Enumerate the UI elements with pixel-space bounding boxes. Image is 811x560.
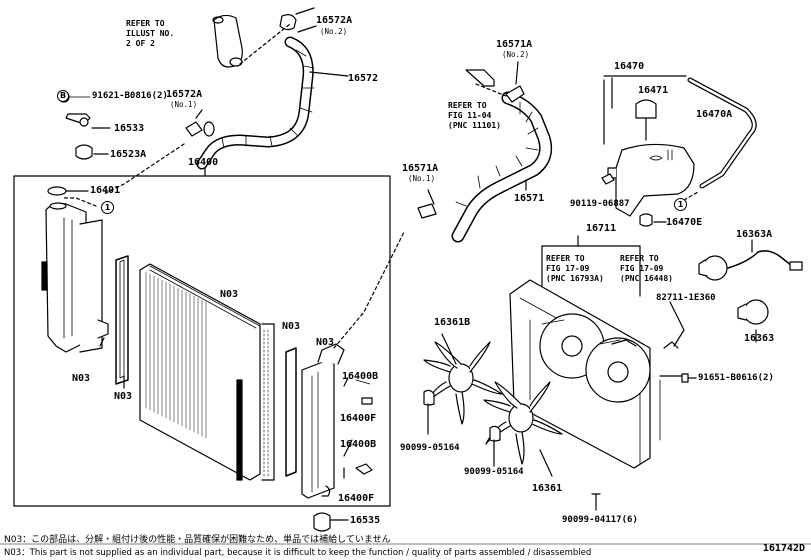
bolt-91651 xyxy=(681,373,689,383)
ref-fig-17-09-a: REFER TO FIG 17-09 (PNC 16793A) xyxy=(546,254,604,283)
label-16361B: 16361B xyxy=(434,317,471,328)
label-90119-06887: 90119-06887 xyxy=(570,199,630,209)
label-16711: 16711 xyxy=(586,223,617,234)
upper-hose-16572 xyxy=(185,7,349,170)
label-16400F-b: 16400F xyxy=(338,493,375,504)
lower-hose-16571 xyxy=(417,61,553,243)
label-16572: 16572 xyxy=(348,73,379,84)
label-16400B-b: 16400B xyxy=(340,439,377,450)
label-16361: 16361 xyxy=(532,483,563,494)
label-16470E: 16470E xyxy=(666,217,703,228)
fan-16361 xyxy=(483,381,563,477)
label-16571A-top: 16571A xyxy=(496,39,533,50)
label-16535: 16535 xyxy=(350,515,381,526)
footnote-english: N03：This part is not supplied as an indi… xyxy=(4,548,592,558)
bolt-90099-04117 xyxy=(591,493,601,511)
note-16571A-top: (No.2) xyxy=(502,50,530,59)
label-16471: 16471 xyxy=(638,85,669,96)
diagram-code: 161742D xyxy=(762,543,805,554)
label-16533: 16533 xyxy=(114,123,145,134)
ref-fig-17-09-b: REFER TO FIG 17-09 (PNC 16448) xyxy=(620,254,673,283)
label-91621-B0816: 91621-B0816(2) xyxy=(92,91,168,101)
circle-ref-1-reservoir: 1 xyxy=(674,198,687,211)
fan-motor-16363A xyxy=(698,239,803,343)
label-16470A: 16470A xyxy=(696,109,733,120)
badge-B: B xyxy=(57,90,69,102)
note-16572A-top: (No.2) xyxy=(320,27,348,36)
fan-shroud-16711 xyxy=(509,235,685,469)
label-16363A: 16363A xyxy=(736,229,773,240)
label-16470: 16470 xyxy=(614,61,645,72)
note-16572A-mid: (No.1) xyxy=(170,100,198,109)
radiator-assembly xyxy=(41,186,405,499)
footnote-japanese: N03：この部品は、分解・組付け後の性能・品質確保が困難なため、単品では補給して… xyxy=(4,535,391,545)
label-16401: 16401 xyxy=(90,185,121,196)
label-16400B-a: 16400B xyxy=(342,371,379,382)
reservoir-tank-16470 xyxy=(601,75,757,227)
label-16400: 16400 xyxy=(188,157,219,168)
ref-fig-11-04: REFER TO FIG 11-04 (PNC 11101) xyxy=(448,101,501,130)
label-90099-05164-a: 90099-05164 xyxy=(400,443,460,453)
note-16571A-mid: (No.1) xyxy=(408,174,436,183)
drain-cock-16535 xyxy=(313,512,349,532)
circle-ref-1-radiator: 1 xyxy=(101,201,114,214)
label-N03-core: N03 xyxy=(220,289,239,300)
label-16400F-a: 16400F xyxy=(340,413,377,424)
small-parts-left xyxy=(58,91,111,160)
label-82711-1E360: 82711-1E360 xyxy=(656,293,716,303)
label-16571A-mid: 16571A xyxy=(402,163,439,174)
label-16572A-top: 16572A xyxy=(316,15,353,26)
label-16571: 16571 xyxy=(514,193,545,204)
label-N03-tank-left: N03 xyxy=(72,373,91,384)
label-91651-B0616: 91651-B0616(2) xyxy=(698,373,774,383)
label-N03-gasket-right: N03 xyxy=(282,321,301,332)
label-90099-05164-b: 90099-05164 xyxy=(464,467,524,477)
label-N03-gasket-left: N03 xyxy=(114,391,133,402)
label-16363: 16363 xyxy=(744,333,775,344)
label-N03-tank-right: N03 xyxy=(316,337,335,348)
fan-16361B xyxy=(423,333,503,435)
label-16572A-mid: 16572A xyxy=(166,89,203,100)
radiator-frame xyxy=(13,175,391,507)
label-16523A: 16523A xyxy=(110,149,147,160)
ref-illust-2of2: REFER TO ILLUST NO. 2 OF 2 xyxy=(126,19,175,48)
label-90099-04117: 90099-04117(6) xyxy=(562,515,638,525)
